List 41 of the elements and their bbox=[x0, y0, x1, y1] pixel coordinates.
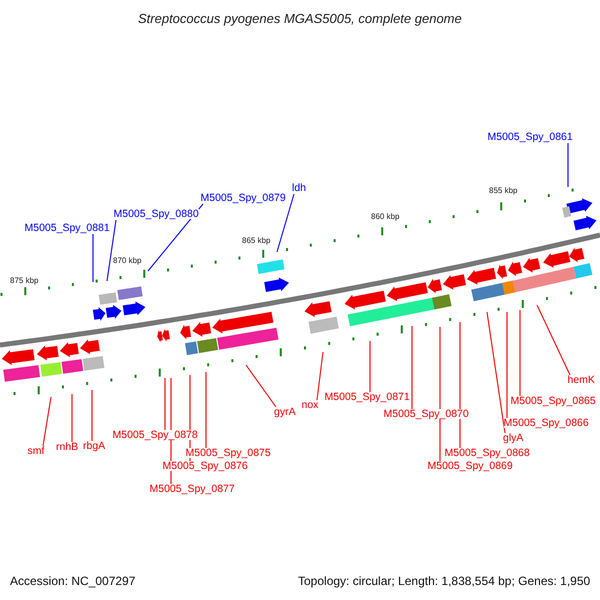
scale-label: 855 kbp bbox=[489, 187, 518, 195]
gene-label: rbgA bbox=[83, 440, 106, 451]
leader-line bbox=[246, 364, 276, 408]
leader-line bbox=[106, 220, 116, 282]
leader-line bbox=[276, 194, 294, 252]
gene-label: rnhB bbox=[56, 442, 78, 452]
map-title: Streptococcus pyogenes MGAS5005, complete genome bbox=[138, 12, 462, 24]
gene-label: M5005_Spy_0879 bbox=[200, 192, 286, 203]
leader-line bbox=[42, 396, 52, 446]
leader-line bbox=[506, 312, 508, 418]
gene-label: M5005_Spy_0876 bbox=[162, 460, 248, 471]
gene-label: hemK bbox=[568, 374, 595, 385]
gene-label: M5005_Spy_0880 bbox=[114, 208, 199, 219]
gene-label: M5005_Spy_0875 bbox=[186, 448, 271, 458]
scale-label: 870 kbp bbox=[113, 257, 142, 265]
leader-line bbox=[486, 312, 506, 434]
gene-label: M5005_Spy_0871 bbox=[324, 392, 410, 402]
gene-label: glyA bbox=[503, 432, 524, 443]
gene-label: M5005_Spy_0877 bbox=[150, 484, 235, 494]
scale-label: 860 kbp bbox=[371, 213, 400, 221]
gene-label: M5005_Spy_0866 bbox=[504, 418, 589, 428]
gene-label: ldh bbox=[292, 182, 306, 193]
leader-line bbox=[164, 378, 166, 430]
gene-label: M5005_Spy_0878 bbox=[112, 430, 198, 440]
genome-summary-text: Topology: circular; Length: 1,838,554 bp; Genes: 1,950 bbox=[298, 575, 590, 587]
gene-label: M5005_Spy_0861 bbox=[488, 132, 573, 142]
accession-text: Accession: NC_007297 bbox=[10, 575, 136, 587]
gene-label: smf bbox=[28, 446, 44, 456]
leader-line bbox=[316, 352, 324, 400]
gene-label: M5005_Spy_0868 bbox=[444, 448, 530, 458]
gene-label: M5005_Spy_0881 bbox=[24, 222, 110, 233]
leader-line bbox=[536, 304, 570, 376]
scale-label: 865 kbp bbox=[242, 237, 270, 245]
scale-label: 875 kbp bbox=[10, 277, 38, 285]
leader-line bbox=[148, 204, 204, 272]
gene-label: M5005_Spy_0870 bbox=[384, 408, 469, 419]
gene-label: nox bbox=[302, 400, 318, 410]
leader-line bbox=[92, 234, 94, 282]
gene-label: M5005_Spy_0869 bbox=[428, 460, 513, 471]
gene-label: M5005_Spy_0865 bbox=[510, 396, 596, 406]
gene-label: gyrA bbox=[274, 406, 296, 417]
